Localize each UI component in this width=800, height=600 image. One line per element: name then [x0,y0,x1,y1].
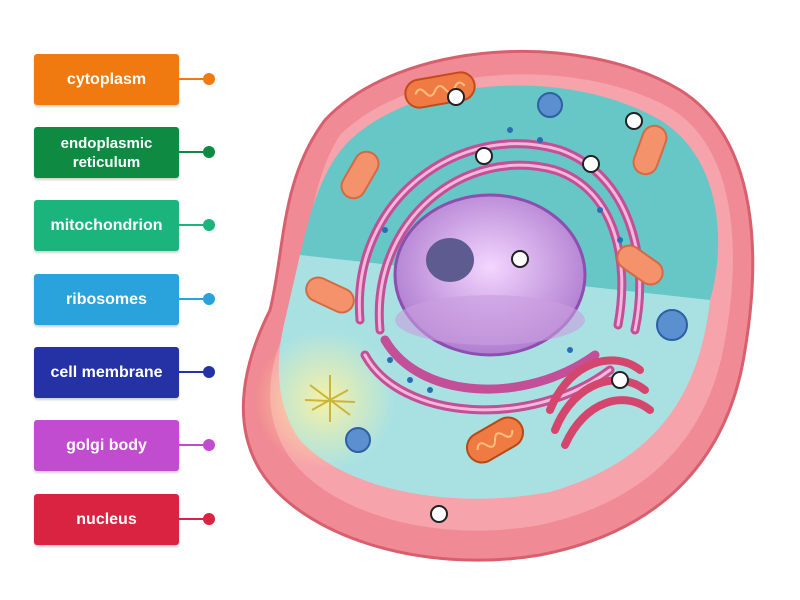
connector-dot [203,146,215,158]
connector [179,73,217,85]
label-endoplasmic-reticulum[interactable]: endoplasmic reticulum [34,127,179,178]
drop-target-4[interactable] [582,155,600,173]
connector-dot [203,219,215,231]
label-bank: cytoplasm endoplasmic reticulum mitochon… [0,0,230,600]
nucleolus-shape [426,238,474,282]
drop-target-1[interactable] [447,88,465,106]
cell-illustration [241,49,755,562]
drop-target-3[interactable] [475,147,493,165]
drop-target-5[interactable] [511,250,529,268]
connector [179,439,217,451]
centriole-shape [304,375,356,422]
drop-target-6[interactable] [611,371,629,389]
connector [179,219,217,231]
label-text: golgi body [66,437,147,454]
label-nucleus[interactable]: nucleus [34,494,179,545]
connector-dot [203,513,215,525]
cytoplasm-floor [278,255,710,499]
connector [179,146,217,158]
connector-dot [203,73,215,85]
connector-dot [203,366,215,378]
vesicle-shape [656,309,688,341]
vesicle-shape [537,92,563,118]
vesicle-shape [345,427,371,453]
label-text: nucleus [76,511,137,528]
label-text: mitochondrion [50,217,163,234]
animal-cell-diagram [240,30,780,570]
label-text: cell membrane [50,364,163,381]
golgi-body-shape [546,356,654,449]
label-ribosomes[interactable]: ribosomes [34,274,179,325]
mitochondria-shapes [305,71,668,464]
drop-target-2[interactable] [625,112,643,130]
label-text: ribosomes [66,291,147,308]
connector [179,513,217,525]
label-cytoplasm[interactable]: cytoplasm [34,54,179,105]
connector-dot [203,439,215,451]
label-text: endoplasmic reticulum [60,134,153,171]
connector-dot [203,293,215,305]
label-golgi-body[interactable]: golgi body [34,420,179,471]
ribosome-dots [382,127,623,393]
label-text: cytoplasm [66,71,147,88]
drop-target-7[interactable] [430,505,448,523]
label-cell-membrane[interactable]: cell membrane [34,347,179,398]
label-mitochondrion[interactable]: mitochondrion [34,200,179,251]
connector [179,293,217,305]
connector [179,366,217,378]
